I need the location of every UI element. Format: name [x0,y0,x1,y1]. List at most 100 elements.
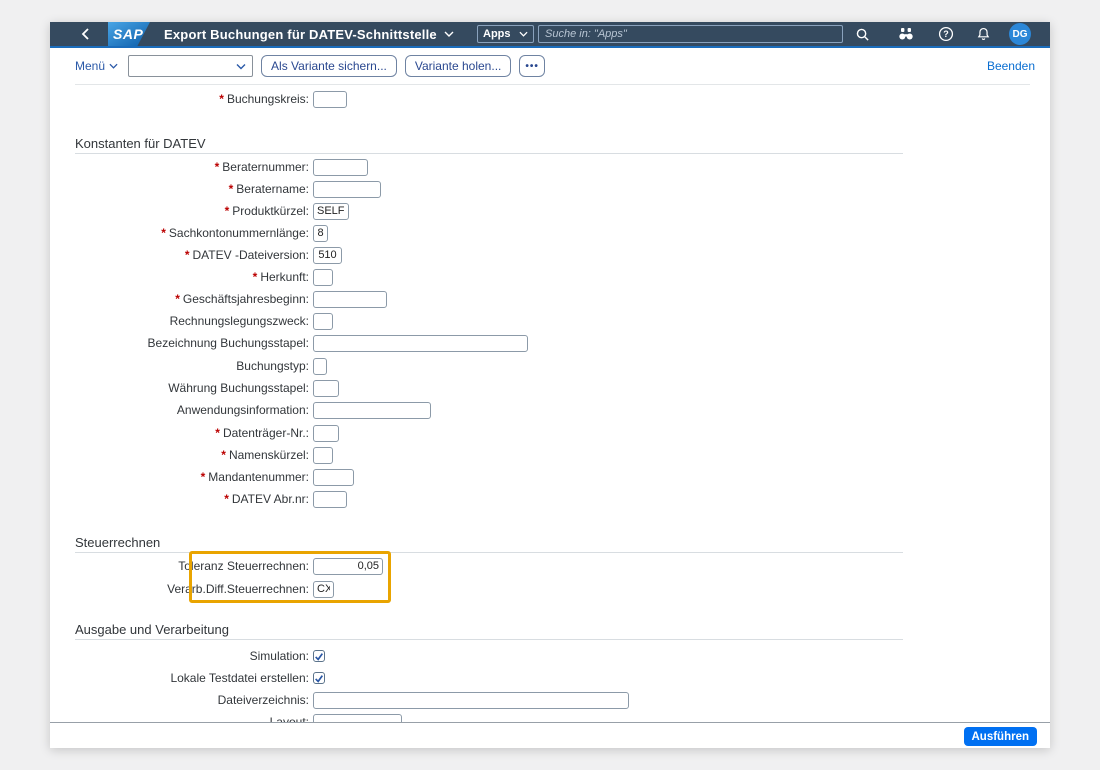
checkbox-lokale-testdatei-erstellen[interactable] [313,672,325,684]
menu-button[interactable]: Menü [75,59,118,73]
produktkürzel-input[interactable] [313,202,349,220]
chevron-down-icon [236,63,246,69]
field-label: Bezeichnung Buchungsstapel: [147,336,309,350]
field-label: Toleranz Steuerrechnen: [178,559,309,573]
variant-combobox[interactable] [128,55,254,77]
row-datenträger-nr: *Datenträger-Nr.: [75,424,1050,442]
section-title: Konstanten für DATEV [75,136,206,151]
buchungskreis-input[interactable] [313,90,347,108]
row-simulation: Simulation: [75,647,1050,665]
required-marker: * [219,92,224,106]
field-label: Dateiverzeichnis: [217,693,309,707]
required-marker: * [161,226,166,240]
search-scope-select[interactable]: Apps [477,25,534,43]
field-label: Sachkontonummernlänge: [168,226,309,240]
währung-buchungsstapel-input[interactable] [313,379,339,397]
field-label: Verarb.Diff.Steuerrechnen: [167,582,309,596]
row-toleranz-steuerrechnen: *Toleranz Steuerrechnen: [75,557,1050,575]
field-label: Namenskürzel: [228,448,309,462]
checkbox-simulation[interactable] [313,650,325,662]
buchungstyp-input[interactable] [313,357,327,375]
rechnungslegungszweck-input[interactable] [313,312,333,330]
datev-abr-nr-input[interactable] [313,490,347,508]
menu-label: Menü [75,59,106,73]
sap-logo-text: SAP [113,26,144,42]
verarb-diff-steuerrechnen-input[interactable] [313,580,334,598]
field-label: Beraternummer: [222,160,309,174]
row-beraternummer: *Beraternummer: [75,158,1050,176]
checkmark-icon [315,652,324,661]
exit-link[interactable]: Beenden [986,59,1035,73]
required-marker: * [224,492,229,506]
overflow-button[interactable]: ••• [519,55,545,77]
bell-icon[interactable] [976,26,991,42]
shell-search-input[interactable] [538,25,843,43]
required-marker: * [175,292,180,306]
datenträger-nr-input[interactable] [313,424,339,442]
field-label: Buchungskreis: [226,92,309,106]
row-mandantenummer: *Mandantenummer: [75,468,1050,486]
section-divider [75,639,903,640]
field-label: Geschäftsjahresbeginn: [182,292,309,306]
geschäftsjahresbeginn-input[interactable] [313,290,387,308]
datev-dateiversion-input[interactable] [313,246,342,264]
row-produktkürzel: *Produktkürzel: [75,202,1050,220]
row-währung-buchungsstapel: *Währung Buchungsstapel: [75,379,1050,397]
row-datev-dateiversion: *DATEV -Dateiversion: [75,246,1050,264]
row-verarb-diff-steuerrechnen: *Verarb.Diff.Steuerrechnen: [75,580,1050,598]
field-label: Anwendungsinformation: [176,403,309,417]
section-divider [75,552,903,553]
required-marker: * [221,448,226,462]
application-toolbar: Menü Als Variante sichern... Variante ho… [50,48,1050,84]
checkmark-icon [315,674,324,683]
chevron-down-icon [519,31,528,37]
save-variant-button[interactable]: Als Variante sichern... [261,55,397,77]
field-label: Datenträger-Nr.: [222,426,309,440]
anwendungsinformation-input[interactable] [313,401,431,419]
bezeichnung-buchungsstapel-input[interactable] [313,334,528,352]
field-label: Währung Buchungsstapel: [168,381,309,395]
app-title-menu[interactable]: Export Buchungen für DATEV-Schnittstelle [164,27,454,42]
avatar-initials: DG [1012,28,1028,40]
chevron-down-icon [109,63,118,69]
field-label: Mandantenummer: [208,470,309,484]
row-buchungskreis: *Buchungskreis: [75,90,1050,108]
herkunft-input[interactable] [313,268,333,286]
sachkontonummernlänge-input[interactable] [313,224,328,242]
toleranz-steuerrechnen-input[interactable] [313,557,383,575]
field-label: Simulation: [249,649,309,663]
row-lokale-testdatei-erstellen: Lokale Testdatei erstellen: [75,669,1050,687]
help-icon[interactable]: ? [938,26,954,42]
field-label: Buchungstyp: [236,359,309,373]
row-geschäftsjahresbeginn: *Geschäftsjahresbeginn: [75,290,1050,308]
namenskürzel-input[interactable] [313,446,333,464]
field-label: Lokale Testdatei erstellen: [170,671,309,685]
beraternummer-input[interactable] [313,158,368,176]
required-marker: * [224,204,230,218]
row-sachkontonummernlänge: *Sachkontonummernlänge: [75,224,1050,242]
required-marker: * [184,248,190,262]
shell-header: SAP Export Buchungen für DATEV-Schnittst… [50,22,1050,48]
section-ausgabe-und-verarbeitung: Ausgabe und Verarbeitung [75,623,903,640]
required-marker: * [252,270,258,284]
section-steuerrechnen: Steuerrechnen [75,536,903,553]
back-icon[interactable] [80,28,90,40]
sap-logo: SAP [108,22,150,46]
required-marker: * [215,426,220,440]
field-label: DATEV Abr.nr: [231,492,309,506]
search-icon[interactable] [855,27,870,42]
user-avatar[interactable]: DG [1009,23,1031,45]
mandantenummer-input[interactable] [313,468,354,486]
required-marker: * [228,182,234,196]
binoculars-icon[interactable] [898,27,914,41]
beratername-input[interactable] [313,180,381,198]
section-title: Ausgabe und Verarbeitung [75,622,229,637]
field-label: Beratername: [236,182,309,196]
row-bezeichnung-buchungsstapel: *Bezeichnung Buchungsstapel: [75,334,1050,352]
execute-button[interactable]: Ausführen [963,727,1037,746]
row-dateiverzeichnis: *Dateiverzeichnis: [75,691,1050,709]
search-scope-label: Apps [483,28,511,40]
dateiverzeichnis-input[interactable] [313,691,629,709]
row-datev-abr-nr: *DATEV Abr.nr: [75,490,1050,508]
fetch-variant-button[interactable]: Variante holen... [404,55,512,77]
